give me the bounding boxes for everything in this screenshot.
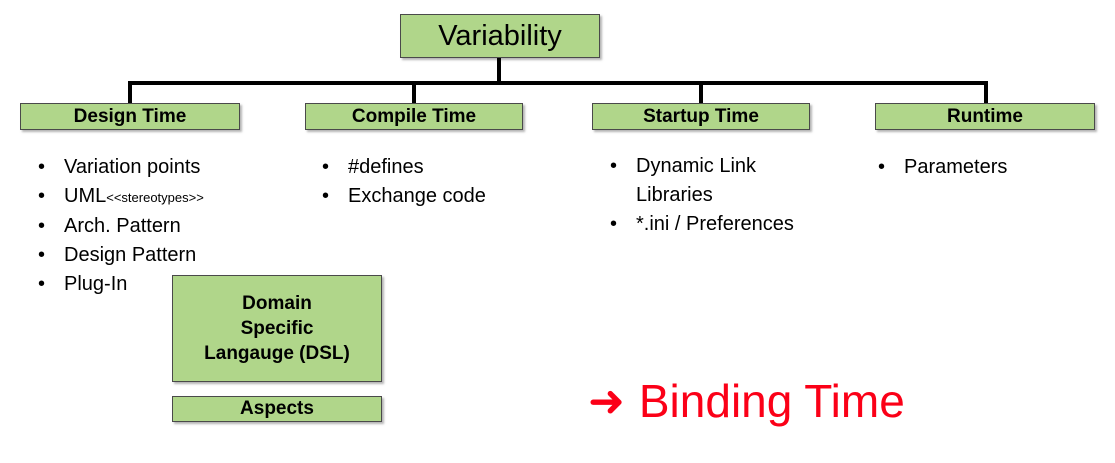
dsl-line-2: Specific <box>240 318 314 339</box>
connector-drop-design-time <box>128 81 132 105</box>
bullet-icon: • <box>38 156 46 178</box>
list-item-label: Dynamic Link <box>636 155 757 177</box>
list-item-label-continued: Libraries <box>636 184 713 206</box>
bullet-icon: • <box>38 215 46 237</box>
binding-time-label: Binding Time <box>638 375 905 427</box>
list-item: • #defines <box>322 153 562 182</box>
bullet-list-startup-time: • Dynamic Link Libraries • *.ini / Prefe… <box>610 152 860 239</box>
node-compile-time-label: Compile Time <box>351 105 477 127</box>
node-runtime: Runtime <box>875 103 1095 130</box>
bullet-list-design-time: • Variation points • UML<<stereotypes>> … <box>38 153 288 299</box>
list-item-label: #defines <box>348 156 424 178</box>
connector-drop-compile-time <box>412 81 416 105</box>
node-design-time: Design Time <box>20 103 240 130</box>
bullet-icon: • <box>610 213 618 235</box>
node-startup-time: Startup Time <box>592 103 810 130</box>
bullet-icon: • <box>610 155 618 177</box>
list-item: • Variation points <box>38 153 288 182</box>
node-design-time-label: Design Time <box>73 105 187 127</box>
node-startup-time-label: Startup Time <box>643 105 759 127</box>
node-compile-time: Compile Time <box>305 103 523 130</box>
list-item: • Dynamic Link Libraries <box>610 152 860 210</box>
list-item: • Plug-In <box>38 270 288 299</box>
list-item-label: Variation points <box>64 156 201 178</box>
list-item-label: *.ini / Preferences <box>636 213 794 235</box>
connector-drop-startup-time <box>699 81 703 105</box>
list-item-label: Arch. Pattern <box>64 215 181 237</box>
node-aspects-label: Aspects <box>240 398 314 419</box>
bullet-icon: • <box>878 156 886 178</box>
node-variability: Variability <box>400 14 600 58</box>
list-item-label: UML <box>64 185 107 207</box>
dsl-line-3: Langauge (DSL) <box>204 343 350 364</box>
bullet-icon: • <box>38 273 46 295</box>
list-item-label: Design Pattern <box>64 244 197 266</box>
list-item-stereotype: <<stereotypes>> <box>106 190 204 205</box>
bullet-icon: • <box>38 185 46 207</box>
right-arrow-icon: ➜ <box>588 377 625 426</box>
list-item: • UML<<stereotypes>> <box>38 182 288 212</box>
bullet-icon: • <box>322 156 330 178</box>
connector-horizontal-bar <box>128 81 986 85</box>
binding-time-callout: ➜ Binding Time <box>588 378 905 424</box>
connector-root-stem <box>497 58 501 84</box>
list-item: • Parameters <box>878 153 1098 182</box>
node-domain-specific-language: Domain Specific Langauge (DSL) <box>172 275 382 382</box>
list-item: • *.ini / Preferences <box>610 210 860 239</box>
connector-drop-runtime <box>984 81 988 105</box>
node-runtime-label: Runtime <box>947 105 1023 127</box>
bullet-list-compile-time: • #defines • Exchange code <box>322 153 562 211</box>
bullet-icon: • <box>322 185 330 207</box>
bullet-icon: • <box>38 244 46 266</box>
list-item: • Exchange code <box>322 182 562 211</box>
list-item: • Arch. Pattern <box>38 212 288 241</box>
bullet-list-runtime: • Parameters <box>878 153 1098 182</box>
list-item: • Design Pattern <box>38 241 288 270</box>
dsl-line-1: Domain <box>242 293 312 314</box>
list-item-label: Plug-In <box>64 273 128 295</box>
list-item-label: Exchange code <box>348 185 486 207</box>
list-item-label: Parameters <box>904 156 1008 178</box>
node-aspects: Aspects <box>172 396 382 422</box>
node-variability-label: Variability <box>438 19 562 52</box>
